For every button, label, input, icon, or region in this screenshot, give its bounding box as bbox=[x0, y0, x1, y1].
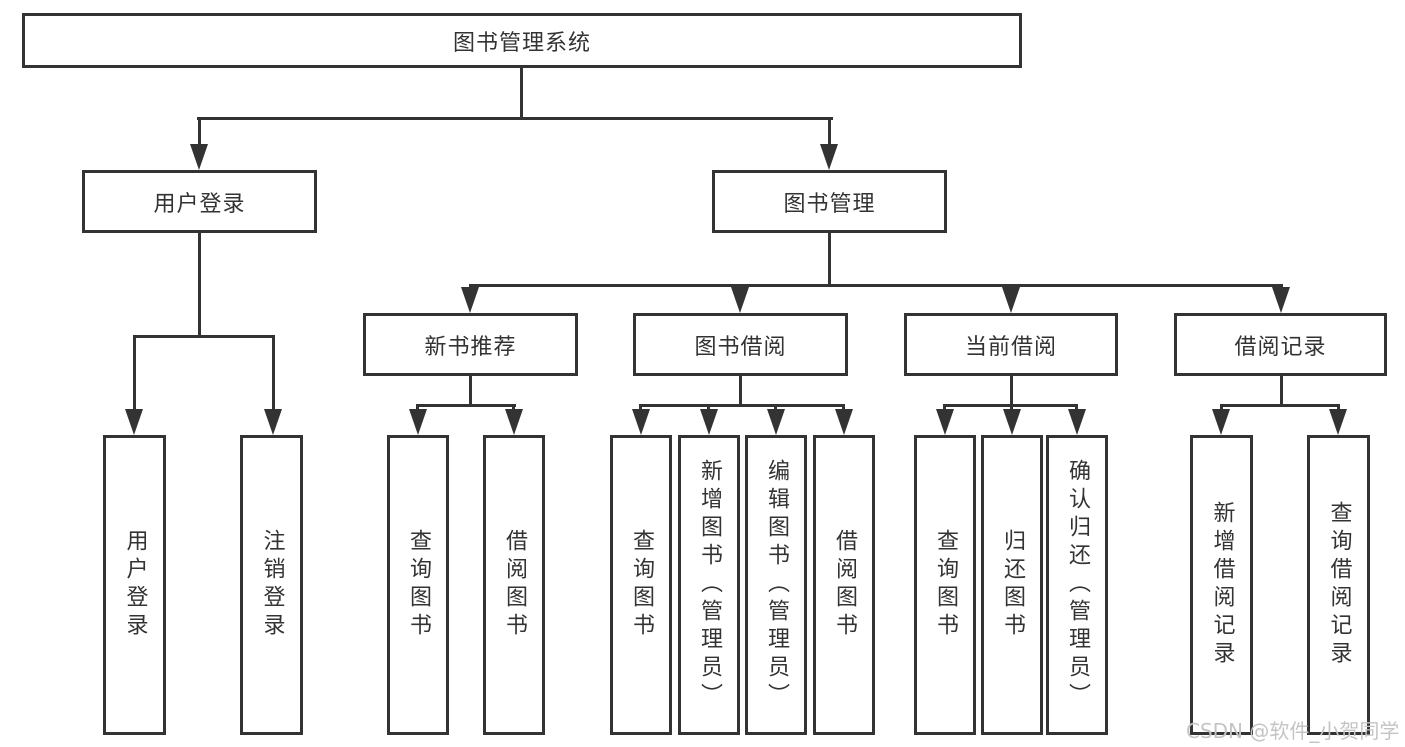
leaf-add-books-admin: 新增图书（管理员） bbox=[678, 435, 740, 735]
leaf-add-borrow-record: 新增借阅记录 bbox=[1190, 435, 1253, 735]
leaf-query-books-recommend: 查询图书 bbox=[387, 435, 449, 735]
leaf-logout-label: 注销登录 bbox=[259, 529, 285, 641]
arrowhead-down-icon bbox=[461, 287, 479, 313]
connector-vline bbox=[1075, 404, 1078, 412]
leaf-query-books-current-label: 查询图书 bbox=[933, 529, 958, 641]
node-book-management: 图书管理 bbox=[712, 170, 947, 233]
arrowhead-down-icon bbox=[1002, 287, 1020, 313]
leaf-confirm-return-admin-label: 确认归还（管理员） bbox=[1065, 459, 1090, 711]
arrowhead-down-icon bbox=[1003, 409, 1021, 435]
connector-vline bbox=[469, 376, 472, 406]
node-book-borrow-label: 图书借阅 bbox=[694, 334, 787, 360]
node-book-management-label: 图书管理 bbox=[783, 191, 876, 217]
arrowhead-down-icon bbox=[767, 409, 785, 435]
connector-vline bbox=[520, 68, 523, 120]
leaf-query-books-current: 查询图书 bbox=[914, 435, 976, 735]
arrowhead-down-icon bbox=[1068, 409, 1086, 435]
leaf-borrow-books-label: 借阅图书 bbox=[832, 529, 857, 641]
arrowhead-down-icon bbox=[731, 287, 749, 313]
connector-vline bbox=[639, 404, 642, 412]
connector-vline bbox=[416, 404, 419, 412]
arrowhead-down-icon bbox=[632, 409, 650, 435]
leaf-user-login: 用户登录 bbox=[103, 435, 166, 735]
connector-hline bbox=[416, 404, 516, 407]
node-user-login-label: 用户登录 bbox=[153, 191, 246, 217]
connector-hline bbox=[639, 404, 845, 407]
connector-vline bbox=[1010, 376, 1013, 406]
leaf-add-borrow-record-label: 新增借阅记录 bbox=[1209, 501, 1235, 669]
connector-vline bbox=[739, 376, 742, 406]
node-book-borrow: 图书借阅 bbox=[633, 313, 848, 376]
arrowhead-down-icon bbox=[1272, 287, 1290, 313]
connector-vline bbox=[1280, 376, 1283, 406]
connector-vline bbox=[842, 404, 845, 412]
csdn-watermark: CSDN @软件_小贺同学 bbox=[1186, 719, 1400, 743]
node-new-book-recommend-label: 新书推荐 bbox=[424, 334, 517, 360]
leaf-add-books-admin-label: 新增图书（管理员） bbox=[697, 459, 722, 711]
leaf-query-borrow-record: 查询借阅记录 bbox=[1307, 435, 1370, 735]
arrowhead-down-icon bbox=[190, 144, 208, 170]
arrowhead-down-icon bbox=[264, 409, 282, 435]
leaf-borrow-books: 借阅图书 bbox=[813, 435, 875, 735]
node-library-system: 图书管理系统 bbox=[22, 13, 1022, 68]
leaf-edit-books-admin: 编辑图书（管理员） bbox=[745, 435, 807, 735]
arrowhead-down-icon bbox=[1329, 409, 1347, 435]
connector-vline bbox=[828, 117, 831, 146]
connector-vline bbox=[198, 117, 201, 146]
node-borrow-records-label: 借阅记录 bbox=[1234, 334, 1327, 360]
leaf-query-borrow-record-label: 查询借阅记录 bbox=[1326, 501, 1352, 669]
arrowhead-down-icon bbox=[936, 409, 954, 435]
leaf-borrow-books-recommend: 借阅图书 bbox=[483, 435, 545, 735]
connector-vline bbox=[707, 404, 710, 412]
leaf-query-books-borrow: 查询图书 bbox=[610, 435, 672, 735]
connector-vline bbox=[272, 335, 275, 412]
node-library-system-label: 图书管理系统 bbox=[452, 30, 591, 56]
connector-vline bbox=[828, 233, 831, 287]
node-new-book-recommend: 新书推荐 bbox=[363, 313, 578, 376]
arrowhead-down-icon bbox=[835, 409, 853, 435]
connector-hline bbox=[1220, 404, 1340, 407]
leaf-logout: 注销登录 bbox=[240, 435, 303, 735]
connector-vline bbox=[198, 233, 201, 336]
connector-vline bbox=[1010, 404, 1013, 412]
leaf-edit-books-admin-label: 编辑图书（管理员） bbox=[764, 459, 789, 711]
arrowhead-down-icon bbox=[1212, 409, 1230, 435]
arrowhead-down-icon bbox=[409, 409, 427, 435]
leaf-borrow-books-recommend-label: 借阅图书 bbox=[502, 529, 527, 641]
leaf-return-books-label: 归还图书 bbox=[1000, 529, 1025, 641]
connector-hline bbox=[197, 117, 833, 120]
connector-vline bbox=[1220, 404, 1223, 412]
node-current-borrow-label: 当前借阅 bbox=[964, 334, 1057, 360]
connector-vline bbox=[1337, 404, 1340, 412]
arrowhead-down-icon bbox=[125, 409, 143, 435]
leaf-user-login-label: 用户登录 bbox=[122, 529, 148, 641]
leaf-confirm-return-admin: 确认归还（管理员） bbox=[1046, 435, 1108, 735]
connector-vline bbox=[943, 404, 946, 412]
connector-vline bbox=[512, 404, 515, 412]
node-current-borrow: 当前借阅 bbox=[904, 313, 1118, 376]
leaf-return-books: 归还图书 bbox=[981, 435, 1043, 735]
node-user-login: 用户登录 bbox=[82, 170, 317, 233]
connector-hline bbox=[469, 284, 1283, 287]
arrowhead-down-icon bbox=[505, 409, 523, 435]
arrowhead-down-icon bbox=[820, 144, 838, 170]
connector-hline bbox=[133, 335, 275, 338]
leaf-query-books-borrow-label: 查询图书 bbox=[629, 529, 654, 641]
connector-vline bbox=[133, 335, 136, 412]
connector-vline bbox=[774, 404, 777, 412]
leaf-query-books-recommend-label: 查询图书 bbox=[406, 529, 431, 641]
node-borrow-records: 借阅记录 bbox=[1174, 313, 1387, 376]
arrowhead-down-icon bbox=[700, 409, 718, 435]
